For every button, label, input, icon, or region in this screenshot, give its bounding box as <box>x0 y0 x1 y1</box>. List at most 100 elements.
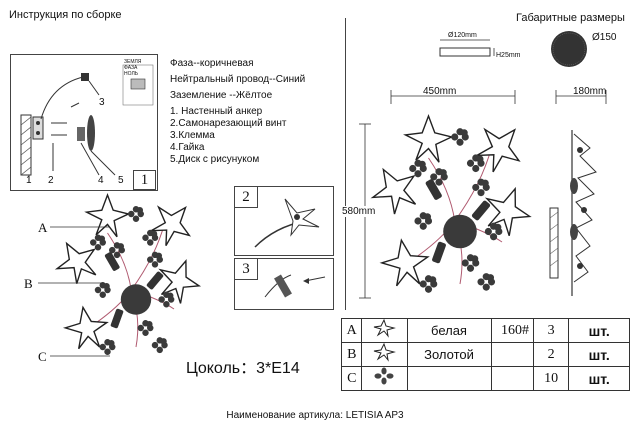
crystal-flower <box>477 273 496 291</box>
callout-4: 4 <box>98 175 104 186</box>
canopy-height: H25mm <box>496 52 521 59</box>
crystal-flower <box>109 242 125 259</box>
crystal-flower <box>137 320 154 336</box>
bulb-socket <box>425 179 442 200</box>
glass-leaf-shade <box>84 193 131 238</box>
article-name: Наименование артикула: LETISIA AP3 <box>226 410 404 421</box>
crystal-flower <box>94 282 111 298</box>
part-item: 2.Самонарезающий винт <box>170 118 287 129</box>
crystal-flower <box>484 222 503 241</box>
flower-icon <box>374 367 394 385</box>
row-qty: 3 <box>532 318 570 343</box>
part-item: 3.Клемма <box>170 130 215 141</box>
bulb-socket <box>146 271 164 290</box>
crystal-flower <box>414 212 433 230</box>
table-row: A белая 160# 3 шт. <box>340 318 630 343</box>
bracket-label-phase: ФАЗА <box>124 65 138 71</box>
crystal-flower <box>466 154 485 173</box>
width-value: 450mm <box>423 86 457 97</box>
row-code <box>490 342 534 367</box>
bulb-socket <box>432 241 446 264</box>
side-view-drawing <box>549 130 597 296</box>
part-item: 5.Диск с рисунуком <box>170 154 260 165</box>
row-letter: B <box>340 342 363 367</box>
plate-diameter: Ø150 <box>592 32 617 43</box>
crystal-flower <box>430 168 448 186</box>
callout-2: 2 <box>48 175 54 186</box>
crystal-flower <box>451 128 469 146</box>
callout-c: C <box>38 349 47 364</box>
row-qty: 2 <box>532 342 570 367</box>
star-leaf-icon <box>374 318 397 338</box>
wire-phase: Фаза--коричневая <box>170 58 254 69</box>
row-name: белая <box>406 318 492 343</box>
step2-number: 2 <box>234 186 258 208</box>
row-letter: A <box>340 318 363 343</box>
star-leaf-icon <box>361 342 408 367</box>
table-row: B Золотой 2 шт. <box>340 342 630 367</box>
crystal-flower <box>147 251 163 268</box>
bracket-label-neutral: НОЛЬ <box>124 71 139 77</box>
wire-ground: Заземление --Жёлтое <box>170 90 273 101</box>
row-code <box>490 366 534 391</box>
bulb-socket <box>104 252 120 271</box>
plate-drawing <box>551 31 587 67</box>
row-name <box>406 366 492 391</box>
glass-leaf-shade <box>370 167 417 215</box>
callout-3: 3 <box>99 97 105 108</box>
bulb-fix-drawing <box>264 274 326 298</box>
glass-leaf-shade <box>403 114 454 163</box>
canopy-diameter: Ø120mm <box>448 32 477 39</box>
mount-parts-list: 1. Настенный анкер 2.Самонарезающий винт… <box>170 106 286 166</box>
front-view-drawing <box>370 114 532 293</box>
glass-leaf-shade <box>54 241 97 284</box>
assembly-title: Инструкция по сборке <box>9 9 122 21</box>
flower-icon <box>361 366 408 391</box>
star-leaf-icon <box>361 318 408 343</box>
parts-table: A белая 160# 3 шт. B Золотой 2 шт. C 10 … <box>340 318 630 391</box>
height-value: 580mm <box>342 206 376 217</box>
row-letter: C <box>340 366 363 391</box>
crystal-flower <box>90 234 106 251</box>
depth-dimension-line <box>555 90 607 104</box>
bracket-label-ground: ЗЕМЛЯ <box>124 59 142 65</box>
glass-leaf-shade <box>476 127 521 173</box>
wall-plate <box>120 284 152 315</box>
crystal-flower <box>151 337 168 354</box>
step1-panel: ЗЕМЛЯ ФАЗА НОЛЬ 3 1 2 4 5 <box>10 54 158 191</box>
bulb-socket <box>471 200 491 221</box>
row-unit: шт. <box>568 366 630 391</box>
star-leaf-icon <box>374 342 397 362</box>
wire-neutral: Нейтральный провод--Синий <box>170 74 306 85</box>
width-dimension-line <box>390 90 516 104</box>
callout-5: 5 <box>118 175 124 186</box>
dimensions-title: Габаритные размеры <box>516 12 625 24</box>
row-code: 160# <box>490 318 534 343</box>
crystal-flower <box>128 206 144 222</box>
depth-value: 180mm <box>573 86 607 97</box>
socket-label: Цоколь：3*E14 <box>186 360 300 377</box>
glass-leaf-shade <box>158 258 202 304</box>
crystal-flower <box>142 229 159 246</box>
row-unit: шт. <box>568 342 630 367</box>
callout-b: B <box>24 276 33 291</box>
step1-number: 1 <box>133 170 156 190</box>
bulb-socket <box>110 308 124 329</box>
section-divider <box>345 18 346 310</box>
glass-leaf-shade <box>379 238 430 287</box>
part-item: 1. Настенный анкер <box>170 106 263 117</box>
crystal-flower <box>158 291 175 308</box>
row-unit: шт. <box>568 318 630 343</box>
step2-panel <box>234 186 334 256</box>
wall-plate <box>443 214 477 249</box>
table-row: C 10 шт. <box>340 366 630 391</box>
row-qty: 10 <box>532 366 570 391</box>
glass-leaf-shade <box>62 305 109 350</box>
crystal-flower <box>409 159 427 178</box>
fixture-drawing <box>54 193 202 355</box>
glass-leaf-shade <box>484 186 532 237</box>
step3-panel <box>234 258 334 310</box>
row-name: Золотой <box>406 342 492 367</box>
crystal-flower <box>472 178 490 197</box>
